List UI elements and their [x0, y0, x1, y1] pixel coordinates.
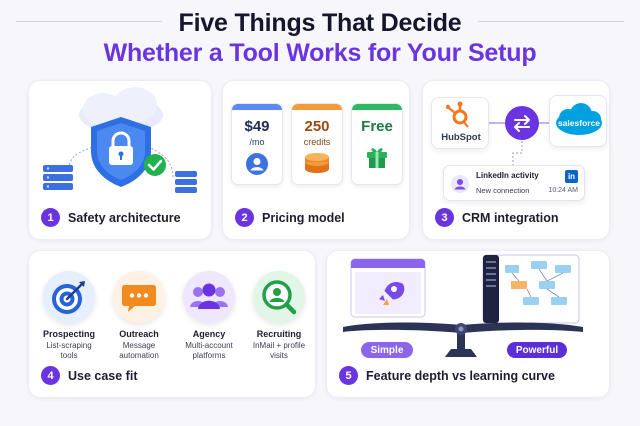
- user-icon: [246, 153, 268, 175]
- usecase-title: Prospecting: [42, 329, 95, 339]
- hubspot-wordmark: HubSpot: [441, 132, 481, 143]
- server-icon: [43, 165, 197, 193]
- gift-icon: [367, 148, 387, 168]
- card-label: Use case fit: [68, 368, 138, 383]
- plan-unit: credits: [303, 137, 331, 147]
- title-rule-left: [16, 21, 162, 22]
- salesforce-logo-box: salesforce: [549, 95, 607, 147]
- simple-pill: Simple: [361, 342, 413, 358]
- usecase-outreach: Outreach Message automation: [107, 271, 171, 361]
- plan-price: Free: [361, 118, 393, 135]
- card-label: Pricing model: [262, 210, 345, 225]
- usecase-title: Recruiting: [256, 329, 302, 339]
- plan-price: 250: [304, 118, 330, 135]
- usecase-desc: Message automation: [119, 341, 159, 360]
- coin-stack-icon: [305, 153, 329, 173]
- hubspot-logo-box: HubSpot: [431, 97, 489, 149]
- plan-card-monthly: $49 /mo: [231, 103, 283, 185]
- title-rule-right: [478, 21, 624, 22]
- powerful-pill: Powerful: [507, 342, 567, 358]
- scale-illustration: [343, 254, 583, 357]
- check-badge-icon: [144, 154, 166, 176]
- hubspot-icon: [445, 101, 469, 128]
- plan-price: $49: [244, 118, 270, 135]
- activity-notification: LinkedIn activity New connection in 10:2…: [443, 165, 585, 201]
- card-pricing: $49 /mo 250 credits Free 2: [222, 80, 410, 240]
- plan-card-free: Free: [351, 103, 403, 185]
- usecase-title: Agency: [192, 329, 226, 339]
- activity-time: 10:24 AM: [548, 187, 578, 194]
- usecase-desc: Multi-account platforms: [185, 341, 233, 360]
- dashboard-icon: [482, 254, 580, 324]
- user-avatar-icon: [451, 175, 469, 193]
- usecase-recruiting: Recruiting InMail + profile visits: [247, 271, 311, 361]
- step-number-badge: 1: [41, 208, 60, 227]
- card-label: Safety architecture: [68, 210, 181, 225]
- usecase-title: Outreach: [119, 329, 159, 339]
- step-number-badge: 4: [41, 366, 60, 385]
- card-crm: HubSpot salesforce LinkedIn activity New…: [422, 80, 610, 240]
- scale-icon: [343, 322, 583, 357]
- connector-lines: [487, 122, 549, 165]
- card-label: CRM integration: [462, 210, 559, 225]
- card-usecase: Prospecting List-scraping tools Outreach…: [28, 250, 316, 398]
- usecase-desc: List-scraping tools: [46, 341, 92, 360]
- card-safety: 1 Safety architecture: [28, 80, 212, 240]
- usecase-prospecting: Prospecting List-scraping tools: [37, 271, 101, 361]
- chat-bubble-icon: [122, 285, 156, 312]
- usecase-agency: Agency Multi-account platforms: [177, 271, 241, 361]
- salesforce-wordmark: salesforce: [557, 118, 601, 128]
- step-number-badge: 3: [435, 208, 454, 227]
- shield-lock-icon: [91, 117, 151, 187]
- usecase-desc: InMail + profile visits: [252, 341, 306, 360]
- card-label: Feature depth vs learning curve: [366, 368, 555, 383]
- linkedin-icon: in: [565, 170, 578, 183]
- safety-illustration: [43, 87, 197, 193]
- profile-search-icon: [262, 280, 297, 315]
- activity-title: LinkedIn activity: [476, 171, 539, 180]
- plan-card-credits: 250 credits: [291, 103, 343, 185]
- title-line1: Five Things That Decide: [178, 9, 462, 37]
- step-number-badge: 2: [235, 208, 254, 227]
- step-number-badge: 5: [339, 366, 358, 385]
- plan-unit: /mo: [249, 137, 265, 147]
- sync-icon: [505, 106, 539, 140]
- target-icon: [52, 281, 85, 314]
- rocket-icon: [379, 282, 405, 305]
- activity-subtitle: New connection: [476, 186, 530, 195]
- title: Five Things That Decide Whether a Tool W…: [0, 8, 640, 68]
- card-feature-depth: Simple Powerful 5 Feature depth vs learn…: [326, 250, 610, 398]
- title-line2: Whether a Tool Works for Your Setup: [103, 39, 537, 67]
- salesforce-cloud-icon: [556, 103, 602, 135]
- team-icon: [190, 283, 228, 309]
